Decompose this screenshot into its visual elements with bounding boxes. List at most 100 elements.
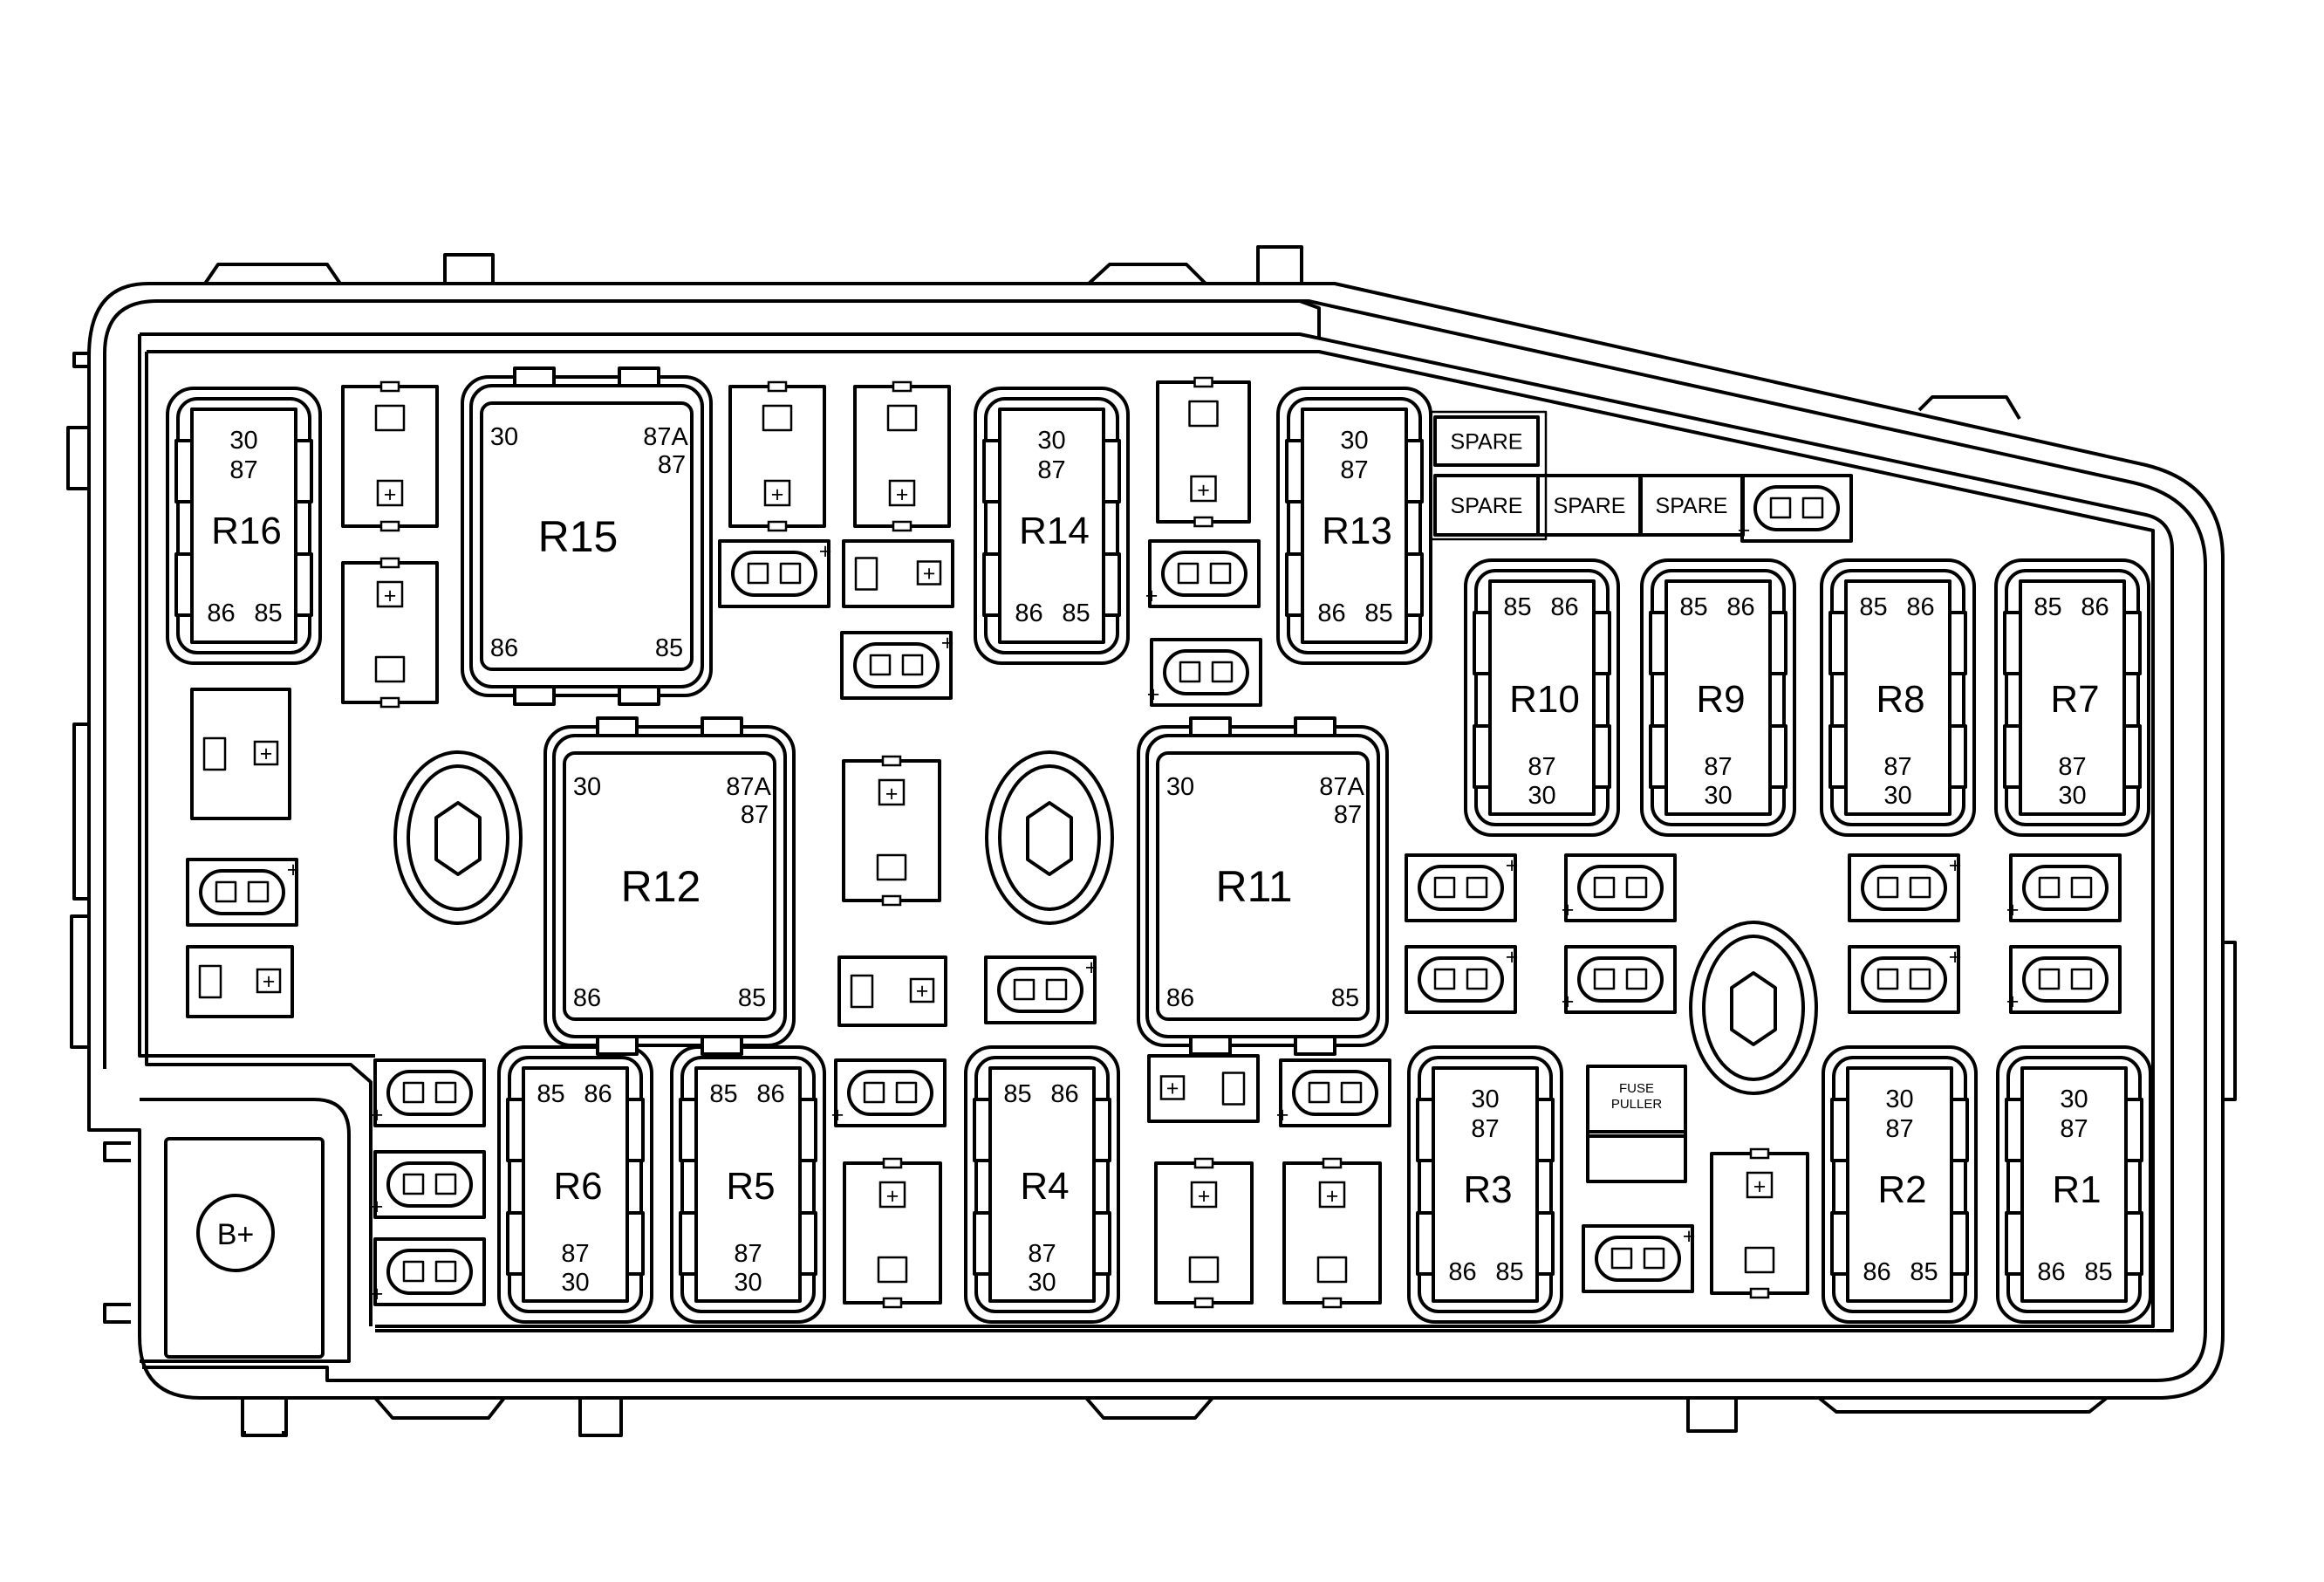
socket-body: [834, 1058, 947, 1127]
fuse-socket[interactable]: +: [842, 539, 954, 608]
relay-clip: [1950, 1098, 1969, 1162]
relay-clip: [1092, 1211, 1111, 1276]
relay-clip: [1294, 1035, 1336, 1056]
polarity-mark: +: [1949, 853, 1962, 878]
mini-fuse-socket[interactable]: +: [1738, 474, 1853, 543]
fuse-socket[interactable]: +: [842, 755, 941, 907]
relay-body: [1301, 407, 1408, 644]
relay-label: R10: [1509, 678, 1580, 721]
spare-body: [1638, 474, 1745, 537]
socket-terminal-positive-plus: +: [1753, 1175, 1767, 1199]
spare-fuse-slot[interactable]: SPARE: [1536, 474, 1643, 537]
mini-fuse-socket[interactable]: +: [718, 539, 831, 608]
relay-clip: [1285, 552, 1304, 617]
mini-fuse-socket[interactable]: +: [1848, 945, 1962, 1014]
relay-clip: [982, 439, 1001, 503]
mini-fuse-socket[interactable]: +: [2006, 945, 2122, 1014]
mini-fuse-socket[interactable]: +: [1848, 853, 1962, 922]
relay-pin: 86: [2037, 1258, 2065, 1286]
fuse-socket[interactable]: +: [1156, 376, 1251, 528]
fuse-socket[interactable]: +: [1710, 1147, 1809, 1299]
relay-pin: 86: [1550, 593, 1578, 621]
mini-fuse-socket[interactable]: +: [1276, 1058, 1391, 1127]
socket-blade: [1308, 1081, 1330, 1104]
mini-fuse-socket[interactable]: +: [1562, 853, 1677, 922]
mini-fuse-socket[interactable]: +: [1582, 1224, 1695, 1293]
mini-fuse-socket[interactable]: +: [831, 1058, 947, 1127]
relay-pin: 30: [490, 423, 518, 451]
socket-terminal-positive-plus: +: [1197, 478, 1210, 503]
fuse-socket[interactable]: +: [837, 955, 947, 1027]
fuse-socket[interactable]: +: [190, 688, 291, 820]
socket-terminal: [1744, 1246, 1775, 1274]
socket-terminal-positive: [376, 580, 404, 608]
mini-fuse-socket[interactable]: +: [1405, 945, 1518, 1014]
mini-fuse-socket[interactable]: +: [984, 955, 1097, 1024]
socket-terminal-positive: [763, 479, 791, 507]
relay-label: R2: [1877, 1168, 1926, 1211]
fuse-socket[interactable]: +: [853, 380, 951, 532]
fuse-socket[interactable]: +: [843, 1157, 942, 1309]
relay-clip: [1189, 1035, 1232, 1056]
spare-fuse-slot[interactable]: SPARE: [1638, 474, 1745, 537]
fuse-socket[interactable]: +: [341, 557, 439, 709]
fuse-socket[interactable]: +: [1282, 1157, 1382, 1309]
socket-terminal-positive: [1159, 1075, 1186, 1100]
mini-fuse-socket[interactable]: +: [1147, 638, 1262, 707]
socket-blade: [1909, 968, 1931, 990]
relay-pin: 30: [229, 427, 257, 455]
spare-frame: [1429, 410, 1548, 541]
relay-pin: 86: [490, 634, 518, 662]
mini-fuse-socket[interactable]: +: [2006, 853, 2122, 922]
socket-terminal-positive: [878, 778, 906, 806]
socket-notch: [1193, 516, 1213, 528]
mini-fuse-socket[interactable]: +: [840, 631, 954, 700]
socket-body: [1564, 853, 1677, 922]
relay-pin: 85: [2034, 593, 2061, 621]
socket-body: [837, 955, 947, 1027]
socket-terminal: [1316, 1256, 1348, 1284]
mini-fuse-socket[interactable]: +: [371, 1058, 486, 1127]
socket-terminal-positive: [1190, 1181, 1218, 1209]
mini-fuse-socket[interactable]: +: [371, 1237, 486, 1306]
mini-fuse-socket[interactable]: +: [1562, 945, 1677, 1014]
fuse-socket[interactable]: +: [341, 380, 439, 532]
fuse-socket[interactable]: +: [1147, 1054, 1260, 1123]
mini-fuse-socket[interactable]: +: [1405, 853, 1518, 922]
polarity-mark: +: [1949, 945, 1962, 969]
spare-fuse-slot[interactable]: SPARE: [1433, 474, 1540, 537]
socket-notch: [379, 696, 400, 709]
spare-fuse-slot[interactable]: SPARE: [1433, 415, 1540, 467]
fuse-socket[interactable]: +: [728, 380, 826, 532]
fuse-socket[interactable]: +: [1154, 1157, 1254, 1309]
mini-fuse-socket[interactable]: +: [186, 858, 299, 927]
fuse-socket[interactable]: +: [186, 945, 294, 1018]
relay-clip: [618, 366, 660, 387]
relay-label: R6: [553, 1165, 602, 1208]
mini-fuse-socket[interactable]: +: [371, 1150, 486, 1219]
relay-clip: [1405, 552, 1424, 617]
relay-label: R12: [621, 862, 701, 911]
mini-fuse-socket[interactable]: +: [1145, 539, 1261, 608]
socket-terminal: [202, 736, 227, 771]
fuse-puller[interactable]: FUSE PULLER: [1586, 1065, 1687, 1183]
relay-frame: [974, 1056, 1110, 1313]
socket-blade: [434, 1260, 457, 1283]
